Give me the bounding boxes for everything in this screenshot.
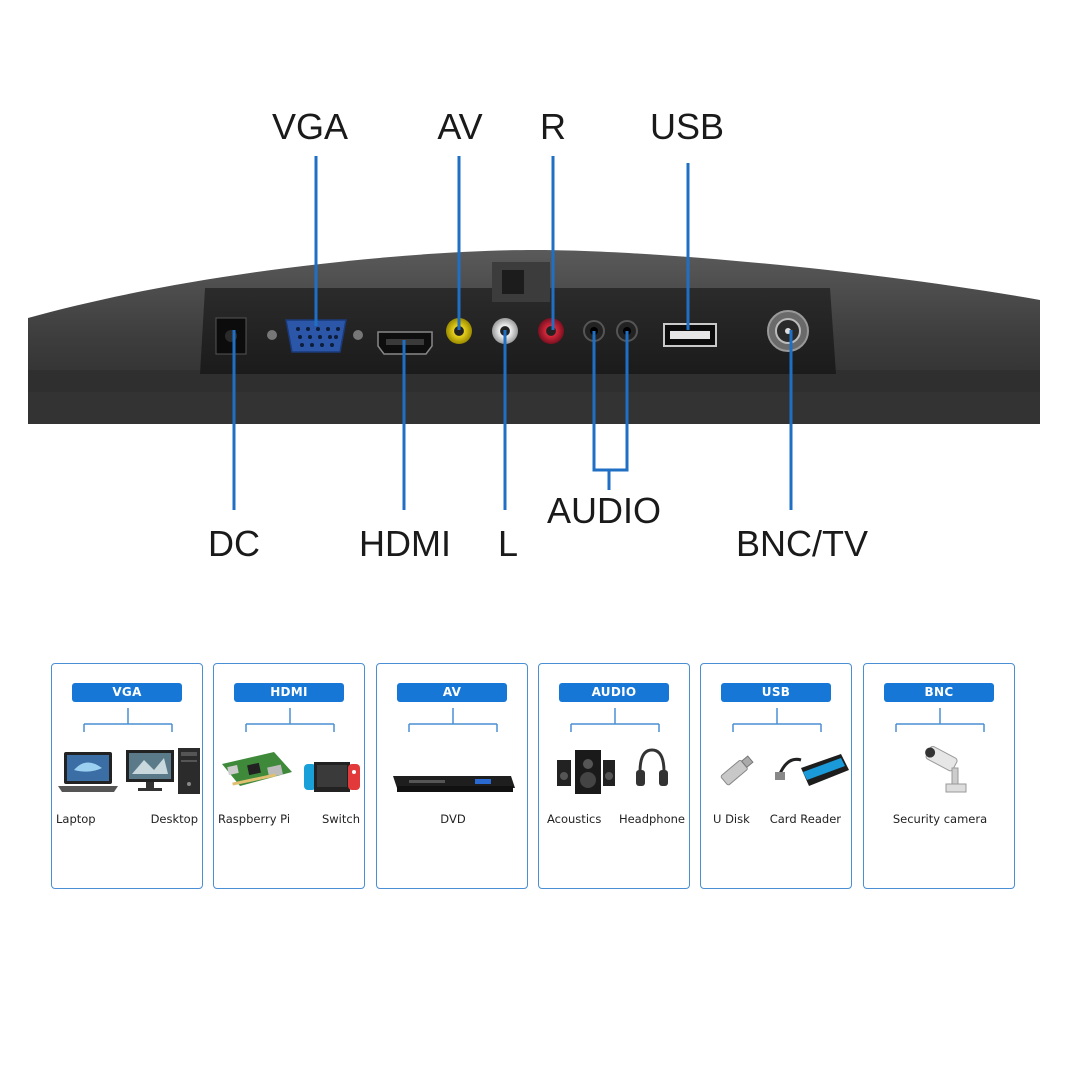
card-title: USB: [721, 683, 831, 702]
speakers-icon: [557, 750, 615, 794]
device-label: Security camera: [892, 812, 988, 826]
device-label: Desktop: [150, 812, 198, 826]
card-title: VGA: [72, 683, 182, 702]
r-audio-port: [538, 318, 564, 344]
security-camera-icon: [925, 745, 967, 793]
label-hdmi: HDMI: [359, 523, 451, 564]
vga-port: [267, 319, 363, 353]
compatible-devices-panel: VGA Laptop Desktop HDMI: [51, 663, 1017, 889]
raspberry-pi-icon: [222, 752, 292, 786]
label-dc: DC: [208, 523, 260, 564]
card-hdmi: HDMI Raspberry Pi Switch: [213, 663, 365, 889]
bnc-port: [767, 310, 809, 352]
label-usb: USB: [650, 106, 724, 147]
bracket: [895, 708, 985, 732]
dvd-player-icon: [393, 776, 515, 792]
device-label: DVD: [440, 812, 466, 826]
label-bnc-tv: BNC/TV: [736, 523, 868, 564]
card-bnc: BNC Security camera: [863, 663, 1015, 889]
usb-port: [663, 323, 717, 347]
bracket: [732, 708, 822, 732]
device-label: Headphone: [618, 812, 685, 826]
bracket: [408, 708, 498, 732]
device-label: Switch: [321, 812, 360, 826]
device-label: Raspberry Pi: [218, 812, 291, 826]
usb-drive-icon: [720, 755, 754, 786]
leader-lines: [232, 156, 793, 510]
av-port: [446, 318, 472, 344]
label-vga: VGA: [272, 106, 348, 147]
card-av: AV DVD: [376, 663, 528, 889]
desktop-icon: [126, 748, 200, 794]
card-title: AV: [397, 683, 507, 702]
card-title: HDMI: [234, 683, 344, 702]
label-l: L: [498, 523, 518, 564]
label-audio: AUDIO: [547, 490, 661, 531]
bracket: [570, 708, 660, 732]
card-audio: AUDIO Acoustics Headphone: [538, 663, 690, 889]
card-title: BNC: [884, 683, 994, 702]
headphone-icon: [636, 748, 668, 786]
dc-port: [215, 317, 247, 355]
game-console-icon: [304, 762, 360, 792]
card-vga: VGA Laptop Desktop: [51, 663, 203, 889]
card-usb: USB U Disk Card Reader: [700, 663, 852, 889]
label-av: AV: [437, 106, 482, 147]
device-label: U Disk: [713, 812, 750, 826]
device-label: Card Reader: [769, 812, 841, 826]
monitor-port-diagram: VGA AV R USB DC HDMI L AUDIO BNC/TV: [28, 106, 1040, 564]
monitor-rear-body: [28, 250, 1040, 424]
card-title: AUDIO: [559, 683, 669, 702]
bracket: [83, 708, 173, 732]
card-reader-icon: [775, 754, 849, 786]
laptop-icon: [58, 752, 118, 792]
device-label: Acoustics: [547, 812, 602, 826]
device-label: Laptop: [56, 812, 96, 826]
bracket: [245, 708, 335, 732]
label-r: R: [540, 106, 566, 147]
